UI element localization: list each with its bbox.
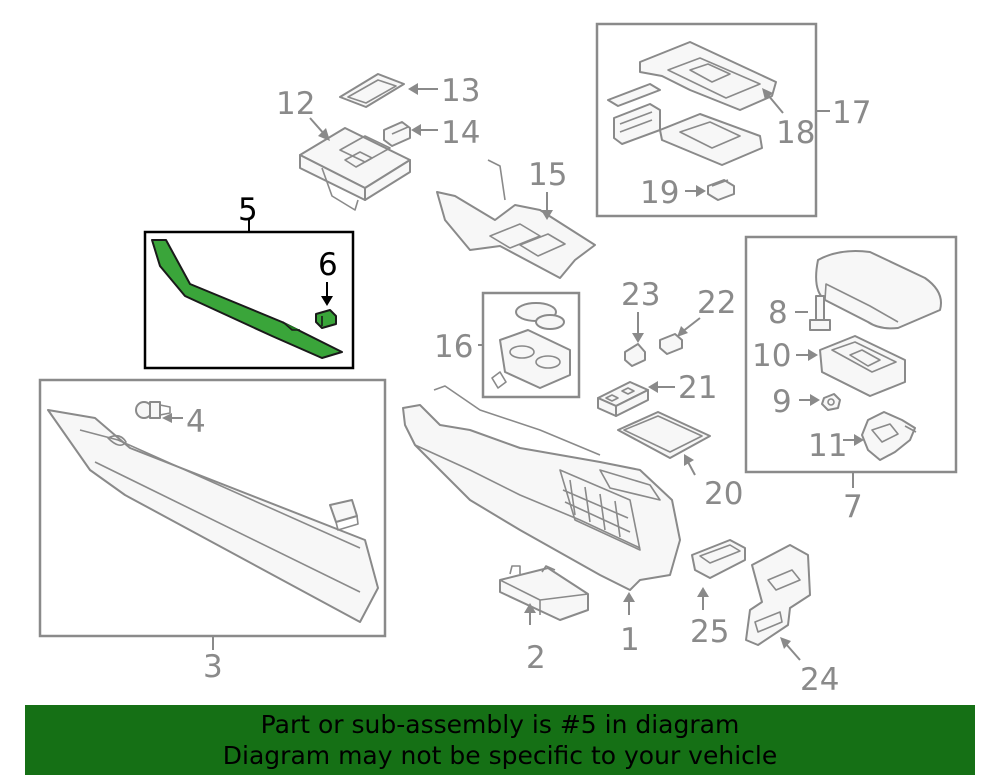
tray-12[interactable] [299, 127, 411, 211]
clip-23[interactable] [624, 343, 646, 367]
callout-10: 10 [752, 338, 791, 374]
latch-11[interactable] [861, 411, 917, 461]
trim-molding-highlight[interactable] [151, 239, 343, 359]
callout-7: 7 [843, 489, 863, 525]
callout-13: 13 [441, 73, 480, 109]
floor-console-1[interactable] [402, 385, 681, 591]
trim-panel-18[interactable] [639, 41, 777, 111]
callout-3: 3 [203, 649, 223, 685]
clip-6[interactable] [315, 309, 337, 329]
callout-16: 16 [434, 329, 473, 365]
callout-15: 15 [528, 157, 567, 193]
side-trim-panel[interactable] [47, 409, 379, 623]
clip-22[interactable] [659, 333, 683, 355]
bin-10[interactable] [819, 335, 906, 397]
callout-6: 6 [318, 247, 338, 283]
bezel-24[interactable] [745, 544, 811, 646]
callout-25: 25 [690, 614, 729, 650]
callout-14: 14 [441, 115, 480, 151]
callout-5: 5 [238, 192, 258, 228]
armrest-lid-7[interactable] [815, 250, 942, 330]
callout-1: 1 [620, 622, 640, 658]
callout-12: 12 [276, 86, 315, 122]
callout-2: 2 [526, 640, 546, 676]
callout-18: 18 [776, 115, 815, 151]
pad-13[interactable] [339, 73, 405, 108]
clip-19[interactable] [707, 179, 735, 201]
callout-4: 4 [186, 404, 206, 440]
info-banner: Part or sub-assembly is #5 in diagram Di… [25, 705, 975, 775]
callout-21: 21 [678, 370, 717, 406]
callout-24: 24 [800, 662, 839, 698]
callout-11: 11 [808, 428, 847, 464]
module-2[interactable] [499, 565, 589, 621]
banner-line-2: Diagram may not be specific to your vehi… [222, 741, 778, 770]
parts-diagram: 4 3 5 6 12 13 14 [38, 22, 958, 698]
callout-23: 23 [621, 277, 660, 313]
nut-9[interactable] [821, 393, 841, 411]
callout-8: 8 [768, 295, 788, 331]
cover-25[interactable] [691, 539, 746, 579]
mat-20[interactable] [617, 411, 711, 459]
banner-line-1: Part or sub-assembly is #5 in diagram [260, 710, 740, 739]
bolt-8[interactable] [809, 295, 831, 331]
callout-22: 22 [697, 285, 736, 321]
bolt-4[interactable] [135, 401, 171, 419]
callout-19: 19 [640, 175, 679, 211]
part-group-box-7 [744, 235, 958, 474]
callout-20: 20 [704, 476, 743, 512]
part-group-box-17 [595, 22, 818, 218]
callout-9: 9 [772, 384, 792, 420]
clip-14[interactable] [383, 121, 411, 147]
bezel-15[interactable] [436, 159, 596, 279]
callout-17: 17 [832, 95, 871, 131]
trim-insert-17[interactable] [607, 83, 763, 166]
switch-21[interactable] [597, 381, 649, 417]
clip-part[interactable] [329, 499, 359, 531]
cupholder-16[interactable] [491, 302, 571, 389]
